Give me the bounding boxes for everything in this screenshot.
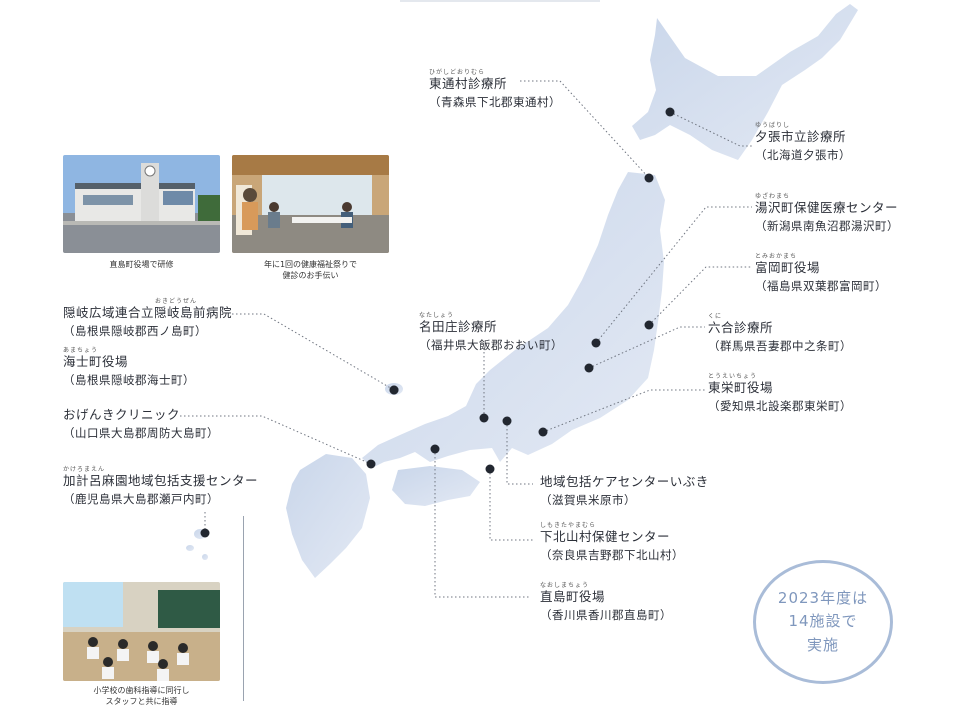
facility-marker-ama[interactable] bbox=[389, 385, 399, 395]
facility-marker-tomioka[interactable] bbox=[644, 320, 654, 330]
facility-marker-yubari[interactable] bbox=[665, 107, 675, 117]
photo-health-festival bbox=[232, 155, 389, 253]
facility-address: （香川県香川郡直島町） bbox=[540, 607, 672, 622]
facility-address: （鹿児島県大島郡瀬戸内町） bbox=[63, 491, 219, 506]
leader-line-ibuki bbox=[506, 421, 533, 485]
facility-label-yuzawa: ゆざわまち 湯沢町保健医療センター （新潟県南魚沼郡湯沢町） bbox=[755, 193, 899, 233]
ruby-text: おきどうぜん bbox=[155, 298, 198, 305]
facility-label-ama: あまちょう 海士町役場 （島根県隠岐郡海士町） bbox=[63, 347, 195, 387]
facility-label-oki-dozen: おきどうぜん 隠岐広域連合立隠岐島前病院 （島根県隠岐郡西ノ島町） bbox=[63, 298, 232, 338]
facility-label-natasho: なたしょう 名田庄診療所 （福井県大飯郡おおい町） bbox=[419, 312, 563, 352]
caption-line-2: 健診のお手伝い bbox=[282, 271, 339, 281]
facility-marker-ibuki[interactable] bbox=[502, 416, 512, 426]
facility-marker-toei[interactable] bbox=[538, 427, 548, 437]
facility-marker-kakeromaen[interactable] bbox=[200, 528, 210, 538]
caption-line-1: 年に1回の健康福祉祭りで bbox=[263, 260, 358, 269]
ruby-text: とうえいちょう bbox=[708, 373, 758, 380]
ruby-text: あまちょう bbox=[63, 347, 99, 354]
ruby-text: なおしまちょう bbox=[540, 582, 590, 589]
facility-name: 加計呂麻園地域包括支援センター bbox=[63, 473, 259, 488]
facility-address: （青森県下北郡東通村） bbox=[429, 94, 561, 109]
southwest-island-3 bbox=[202, 554, 208, 560]
badge-line-3: 実施 bbox=[806, 635, 839, 654]
facility-marker-yuzawa[interactable] bbox=[591, 338, 601, 348]
leader-line-higashidori bbox=[520, 80, 650, 179]
photo-town-hall bbox=[63, 155, 220, 253]
facility-name: 六合診療所 bbox=[708, 320, 774, 335]
facility-address: （島根県隠岐郡海士町） bbox=[63, 372, 195, 387]
ruby-text: しもきたやまむら bbox=[540, 522, 597, 529]
leader-line-tomioka bbox=[648, 266, 752, 326]
leader-line-shimokitayama bbox=[489, 469, 533, 541]
facility-label-ibuki: 地域包括ケアセンターいぶき （滋賀県米原市） bbox=[540, 467, 709, 507]
facility-address: （島根県隠岐郡西ノ島町） bbox=[63, 323, 207, 338]
facility-name: 隠岐広域連合立隠岐島前病院 bbox=[63, 305, 233, 320]
badge-line-1: 2023年度は bbox=[777, 589, 869, 608]
facility-label-yubari: ゆうばりし 夕張市立診療所 （北海道夕張市） bbox=[755, 122, 851, 162]
facility-address: （山口県大島郡周防大島町） bbox=[63, 425, 219, 440]
facility-marker-kuni[interactable] bbox=[584, 363, 594, 373]
facility-name: 富岡町役場 bbox=[755, 260, 821, 275]
ruby-text bbox=[540, 467, 709, 474]
ruby-text: とみおかまち bbox=[755, 253, 798, 260]
ruby-text bbox=[63, 400, 219, 407]
shikoku-landmass bbox=[392, 466, 480, 506]
facility-label-shimokitayama: しもきたやまむら 下北山村保健センター （奈良県吉野郡下北山村） bbox=[540, 522, 684, 562]
summary-badge: 2023年度は 14施設で 実施 bbox=[753, 560, 893, 684]
facility-address: （北海道夕張市） bbox=[755, 147, 851, 162]
top-divider bbox=[400, 0, 600, 2]
badge-line-2: 14施設で bbox=[788, 612, 858, 631]
facility-label-kakeromaen: かけろまえん 加計呂麻園地域包括支援センター （鹿児島県大島郡瀬戸内町） bbox=[63, 466, 258, 506]
facility-name: おげんきクリニック bbox=[63, 407, 181, 422]
photo-classroom bbox=[63, 582, 220, 681]
facility-label-ogenki: おげんきクリニック （山口県大島郡周防大島町） bbox=[63, 400, 219, 440]
facility-label-higashidori: ひがしどおりむら 東通村診療所 （青森県下北郡東通村） bbox=[429, 69, 561, 109]
photo-caption: 年に1回の健康福祉祭りで 健診のお手伝い bbox=[232, 259, 389, 281]
facility-name: 地域包括ケアセンターいぶき bbox=[540, 474, 709, 489]
facility-label-tomioka: とみおかまち 富岡町役場 （福島県双葉郡富岡町） bbox=[755, 253, 887, 293]
ruby-text: ひがしどおりむら bbox=[429, 69, 486, 76]
southwest-island-1 bbox=[186, 545, 194, 551]
facility-marker-naoshima[interactable] bbox=[430, 444, 440, 454]
facility-label-toei: とうえいちょう 東栄町役場 （愛知県北設楽郡東栄町） bbox=[708, 373, 852, 413]
ruby-text: ゆざわまち bbox=[755, 193, 791, 200]
ruby-text: ゆうばりし bbox=[755, 122, 791, 129]
facility-marker-ogenki[interactable] bbox=[366, 459, 376, 469]
leader-line-oki-dozen bbox=[232, 313, 395, 391]
facility-address: （福井県大飯郡おおい町） bbox=[419, 337, 563, 352]
leader-line-naoshima bbox=[434, 449, 530, 598]
caption-line-2: スタッフと共に指導 bbox=[105, 697, 178, 707]
facility-name: 直島町役場 bbox=[540, 589, 606, 604]
facility-name: 東通村診療所 bbox=[429, 76, 508, 91]
ruby-text: くに bbox=[708, 313, 723, 320]
facility-address: （滋賀県米原市） bbox=[540, 492, 636, 507]
facility-name: 湯沢町保健医療センター bbox=[755, 200, 899, 215]
facility-name: 下北山村保健センター bbox=[540, 529, 671, 544]
photo-caption: 直島町役場で研修 bbox=[109, 260, 174, 269]
facility-address: （福島県双葉郡富岡町） bbox=[755, 278, 887, 293]
facility-name: 夕張市立診療所 bbox=[755, 129, 847, 144]
ruby-text: なたしょう bbox=[419, 312, 455, 319]
honshu-landmass bbox=[362, 172, 665, 468]
photo-caption: 小学校の歯科指導に同行し スタッフと共に指導 bbox=[63, 685, 220, 707]
facility-label-kuni: くに 六合診療所 （群馬県吾妻郡中之条町） bbox=[708, 313, 852, 353]
facility-label-naoshima: なおしまちょう 直島町役場 （香川県香川郡直島町） bbox=[540, 582, 672, 622]
facility-name: 海士町役場 bbox=[63, 354, 129, 369]
kyushu-landmass bbox=[286, 454, 370, 578]
facility-marker-higashidori[interactable] bbox=[644, 173, 654, 183]
caption-line-1: 小学校の歯科指導に同行し bbox=[93, 686, 190, 695]
facility-address: （新潟県南魚沼郡湯沢町） bbox=[755, 218, 899, 233]
divider-line bbox=[243, 516, 244, 701]
facility-name: 名田庄診療所 bbox=[419, 319, 498, 334]
leader-line-kuni bbox=[588, 326, 705, 369]
leader-line-ogenki bbox=[180, 415, 372, 465]
facility-address: （群馬県吾妻郡中之条町） bbox=[708, 338, 852, 353]
facility-name: 東栄町役場 bbox=[708, 380, 774, 395]
facility-marker-shimokitayama[interactable] bbox=[485, 464, 495, 474]
facility-address: （愛知県北設楽郡東栄町） bbox=[708, 398, 852, 413]
facility-address: （奈良県吉野郡下北山村） bbox=[540, 547, 684, 562]
facility-marker-natasho[interactable] bbox=[479, 413, 489, 423]
ruby-text: かけろまえん bbox=[63, 466, 106, 473]
